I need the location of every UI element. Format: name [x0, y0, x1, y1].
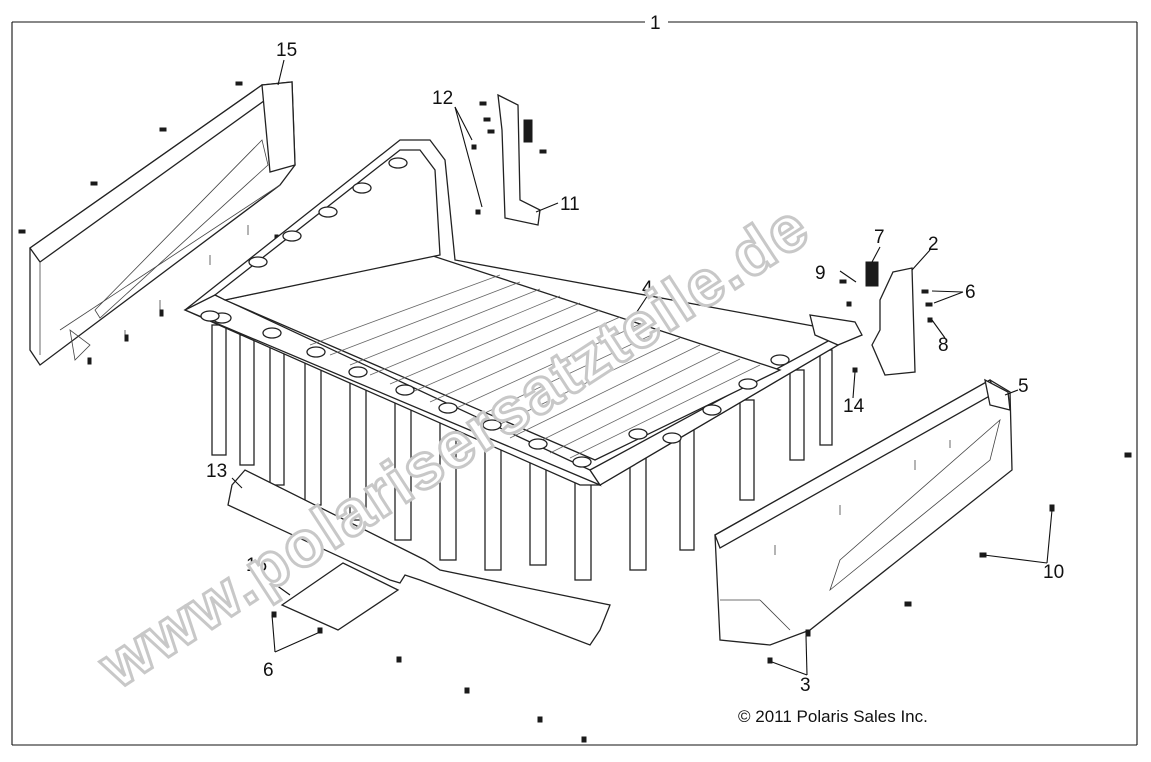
callout-16: 16 [246, 555, 267, 576]
diagram-frame [11, 21, 1138, 746]
copyright-text: © 2011 Polaris Sales Inc. [738, 707, 928, 726]
callout-15: 15 [276, 40, 297, 61]
front-panel-part [18, 81, 296, 366]
callout-10: 10 [1043, 562, 1064, 583]
callout-2: 2 [928, 234, 939, 255]
callout-7: 7 [874, 227, 885, 248]
fasteners [271, 452, 1132, 743]
bracket-right-part [839, 261, 933, 376]
callout-11: 11 [560, 194, 580, 215]
floor-mat-part [227, 469, 611, 646]
callout-6-right: 6 [965, 282, 976, 303]
callout-4: 4 [642, 278, 653, 299]
callout-14: 14 [843, 396, 865, 417]
callout-8: 8 [938, 335, 949, 356]
tailgate-part [714, 378, 1013, 646]
pad-part [280, 562, 400, 631]
leader-lines [231, 59, 1053, 676]
callout-13: 13 [206, 461, 227, 482]
callout-9: 9 [815, 263, 826, 284]
cargo-box-part [183, 139, 863, 581]
callout-12: 12 [432, 88, 453, 109]
callout-1: 1 [650, 13, 661, 34]
callout-6-left: 6 [263, 660, 274, 681]
bracket-left-part [471, 93, 547, 226]
callout-labels: 1 15 12 11 4 7 2 9 6 8 5 14 13 10 16 6 3 [206, 13, 1064, 696]
callout-5: 5 [1018, 376, 1029, 397]
callout-3: 3 [800, 675, 811, 696]
